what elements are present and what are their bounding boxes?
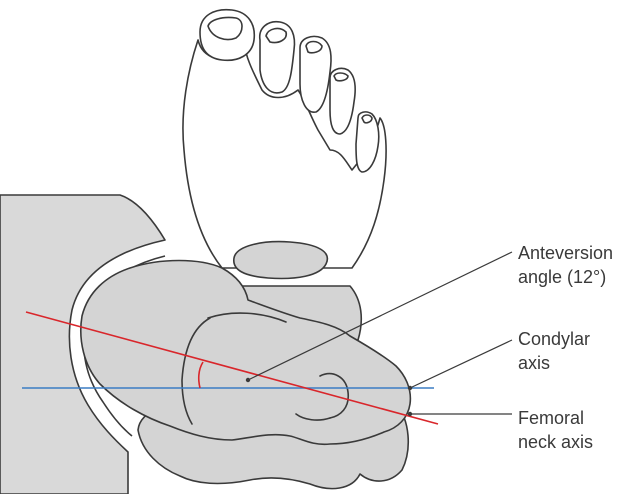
femoral-neck-leader-dot <box>408 412 412 416</box>
condylar-axis-label: Condylar axis <box>518 327 590 375</box>
anteversion-label-line-2: angle (12°) <box>518 265 613 289</box>
anteversion-label-line-1: Anteversion <box>518 241 613 265</box>
condylar-label-line-1: Condylar <box>518 327 590 351</box>
anteversion-angle-label: Anteversion angle (12°) <box>518 241 613 289</box>
femoral-neck-label-line-1: Femoral <box>518 406 593 430</box>
condylar-label-line-2: axis <box>518 351 590 375</box>
condylar-leader-dot <box>408 386 412 390</box>
femoral-neck-label-line-2: neck axis <box>518 430 593 454</box>
condylar-leader <box>410 340 512 388</box>
foot-illustration <box>183 10 386 268</box>
anteversion-leader-dot <box>246 378 250 382</box>
femoral-neck-axis-label: Femoral neck axis <box>518 406 593 454</box>
